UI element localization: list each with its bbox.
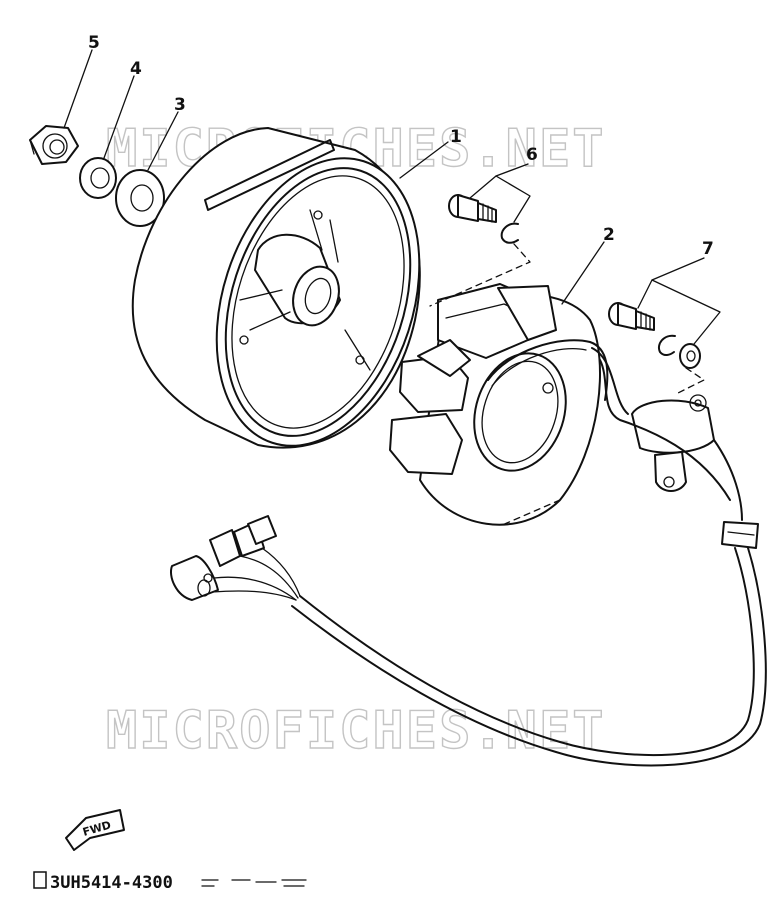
fwd-direction-badge: FWD [65,809,125,851]
washer-part-3 [115,169,165,227]
rotor-part-1 [131,127,421,449]
callout-3: 3 [174,95,186,115]
screw-part-7 [608,302,701,369]
figure-code-text: 3UH5414-4300 [50,873,173,893]
watermark-bottom: MICROFICHES.NET [106,701,606,761]
figure-code: 3UH5414-4300 [33,871,307,893]
lock-washer-part-4 [79,157,117,199]
callout-5: 5 [88,33,100,53]
wiring-harness [170,347,767,767]
callout-1: 1 [450,127,462,147]
stator-part-2 [389,283,609,526]
callout-7: 7 [702,239,714,259]
leader-lines [63,49,721,527]
nut-part-5 [29,125,79,165]
screw-part-6 [448,194,519,244]
callout-2: 2 [603,225,615,245]
callout-6: 6 [526,145,538,165]
callout-4: 4 [130,59,142,79]
